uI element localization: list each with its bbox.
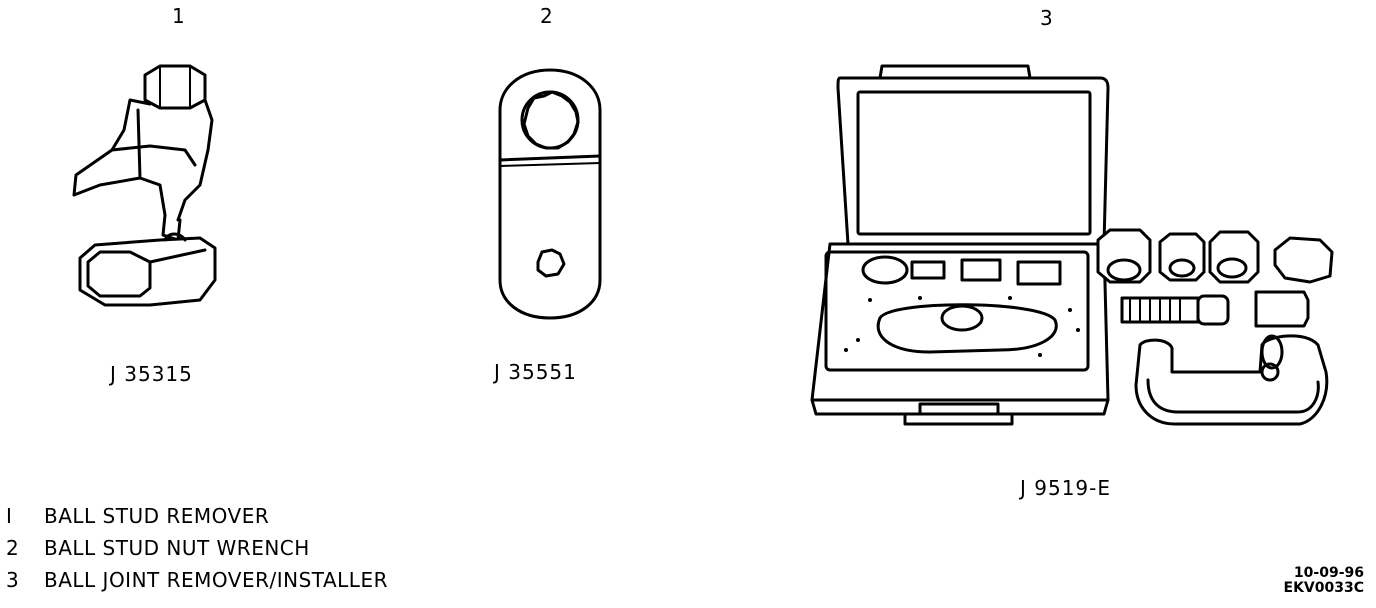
legend-text: BALL JOINT REMOVER/INSTALLER	[44, 568, 388, 592]
legend-number: 3	[6, 568, 20, 592]
legend-row: I BALL STUD REMOVER	[6, 500, 388, 532]
part-number-j35551: J 35551	[494, 360, 577, 384]
adapter-pieces-drawing	[1096, 228, 1334, 426]
ball-stud-nut-wrench-drawing	[498, 68, 602, 320]
legend-row: 2 BALL STUD NUT WRENCH	[6, 532, 388, 564]
legend-text: BALL STUD REMOVER	[44, 504, 270, 528]
legend-number: 2	[6, 536, 20, 560]
ball-stud-remover-drawing	[72, 64, 217, 307]
legend: I BALL STUD REMOVER 2 BALL STUD NUT WRENCH…	[6, 500, 388, 596]
figure-stamp: 10-09-96 EKV0033C	[1284, 566, 1365, 596]
stamp-date: 10-09-96	[1293, 565, 1364, 581]
legend-text: BALL STUD NUT WRENCH	[44, 536, 310, 560]
item-number-2: 2	[540, 4, 553, 28]
stamp-code: EKV0033C	[1283, 580, 1365, 596]
ball-joint-kit-case-drawing	[810, 64, 1110, 426]
part-number-j9519e: J 9519-E	[1020, 476, 1112, 500]
part-number-j35315: J 35315	[110, 362, 193, 386]
legend-number: I	[6, 504, 13, 528]
legend-row: 3 BALL JOINT REMOVER/INSTALLER	[6, 564, 388, 596]
item-number-1: 1	[172, 4, 185, 28]
item-number-3: 3	[1040, 6, 1053, 30]
